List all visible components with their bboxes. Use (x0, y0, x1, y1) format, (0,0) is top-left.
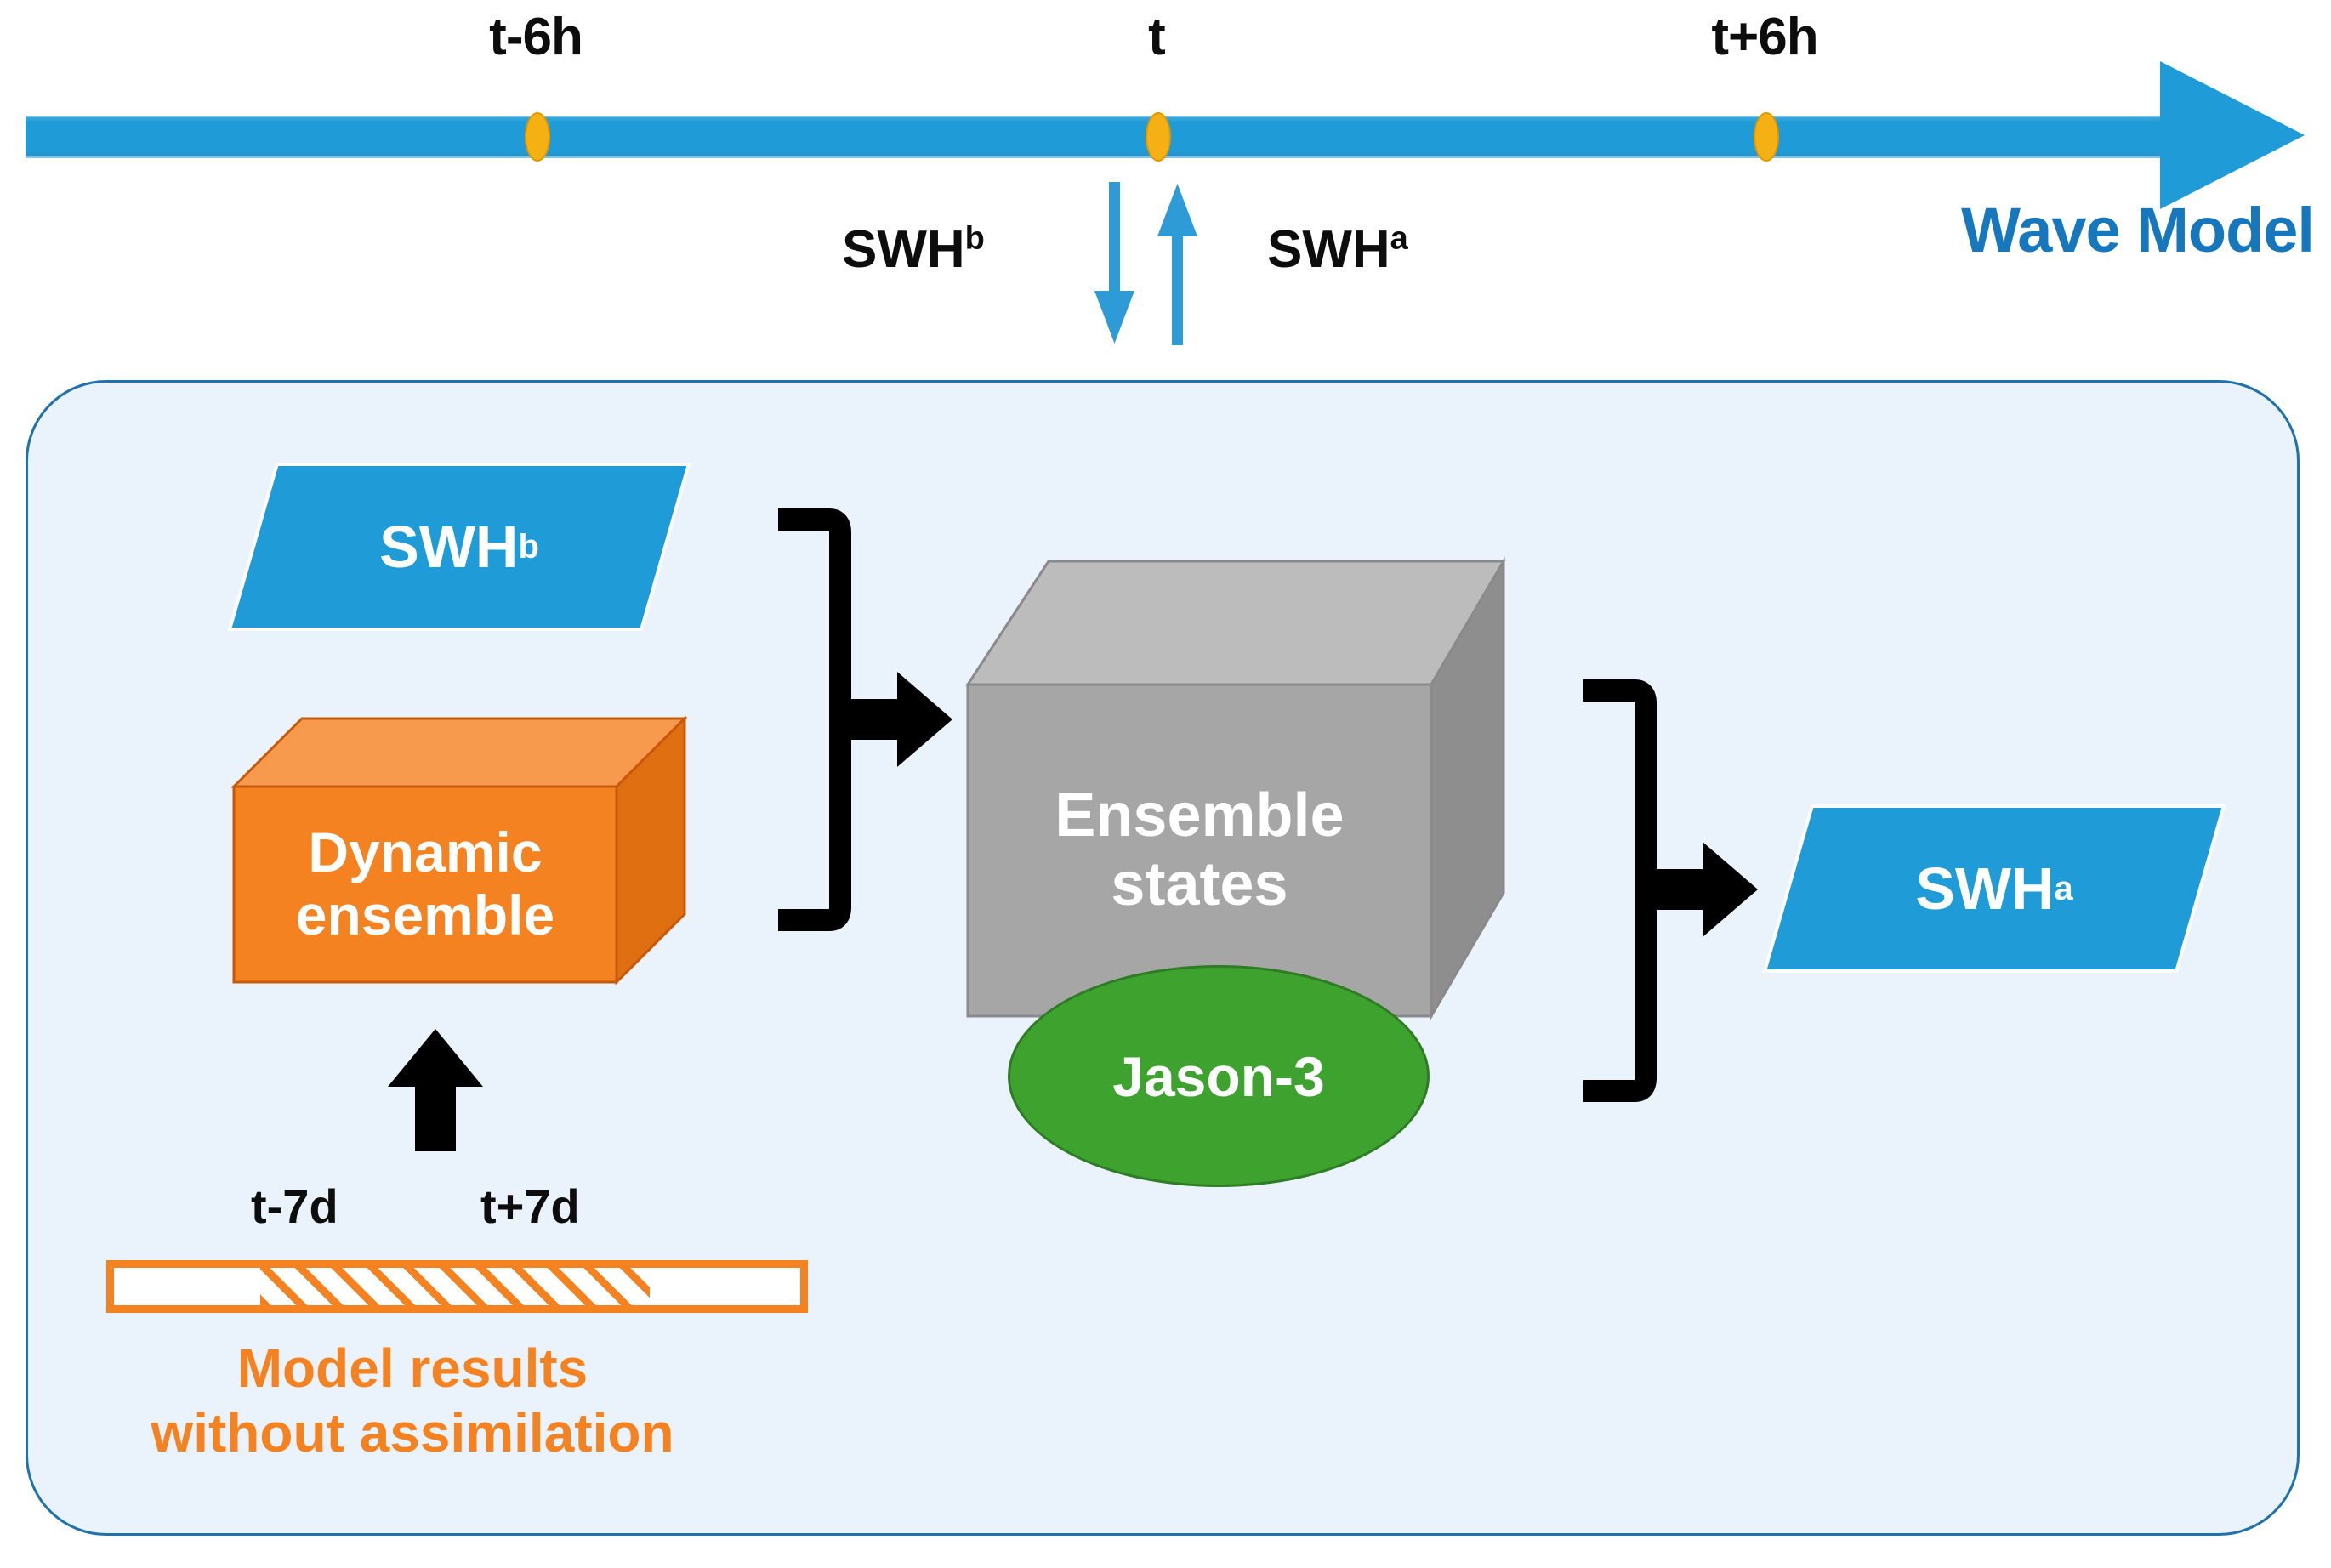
dynamic-ensemble-front-face (232, 785, 618, 984)
dynamic-ensemble-line-2: ensemble (295, 883, 555, 946)
down-arrow-icon (1094, 182, 1134, 344)
swh-analysis-label: SWHa (1267, 219, 1408, 280)
up-arrow-icon (1157, 184, 1197, 345)
model-window-caption: Model results without assimilation (77, 1337, 748, 1465)
timeline-tick-label-2: t+6h (1711, 8, 1818, 66)
swh-background-text: SWH (842, 220, 965, 279)
swh-analysis-text: SWH (1267, 220, 1390, 279)
model-window-hatched-region (260, 1268, 650, 1305)
swh-background-label: SWHb (842, 219, 985, 280)
left-merge-arrow-icon (839, 672, 952, 767)
model-window-bar[interactable] (106, 1260, 808, 1313)
model-window-caption-line-1: Model results (236, 1338, 588, 1399)
swh-analysis-superscript: a (1390, 220, 1408, 257)
model-window-caption-line-2: without assimilation (151, 1401, 674, 1463)
ensemble-states-line-1: Ensemble (1055, 781, 1345, 850)
window-end-label: t+7d (480, 1179, 580, 1233)
right-merge-bracket-icon (1583, 679, 1657, 1102)
dynamic-ensemble-line-1: Dynamic (308, 821, 543, 884)
right-merge-arrow-icon (1644, 842, 1758, 937)
timeline-arrowhead-icon (2160, 61, 2305, 209)
window-start-label: t-7d (251, 1179, 338, 1233)
ensemble-states-line-2: states (1111, 850, 1288, 918)
dynamic-ensemble-3d-faces (230, 715, 688, 986)
observation-source-label: Jason-3 (1112, 1044, 1325, 1108)
timeline-tick-dot-1 (1146, 112, 1171, 162)
timeline-tick-label-0: t-6h (489, 8, 583, 66)
timeline-bar (26, 116, 2186, 158)
ensemble-states-label: Ensemble states (968, 685, 1431, 1016)
dynamic-ensemble-label: Dynamic ensemble (234, 787, 617, 982)
timeline-tick-dot-0 (525, 112, 550, 162)
observation-source-ellipse[interactable]: Jason-3 (1008, 965, 1430, 1187)
wave-model-label: Wave Model (1961, 195, 2315, 265)
swh-background-superscript: b (964, 220, 985, 257)
ensemble-source-up-arrow-icon (388, 1029, 483, 1151)
timeline-tick-label-1: t (1148, 8, 1166, 66)
timeline-tick-dot-2 (1754, 112, 1779, 162)
left-merge-bracket-icon (778, 508, 851, 931)
dynamic-ensemble-box[interactable]: Dynamic ensemble (230, 715, 688, 986)
